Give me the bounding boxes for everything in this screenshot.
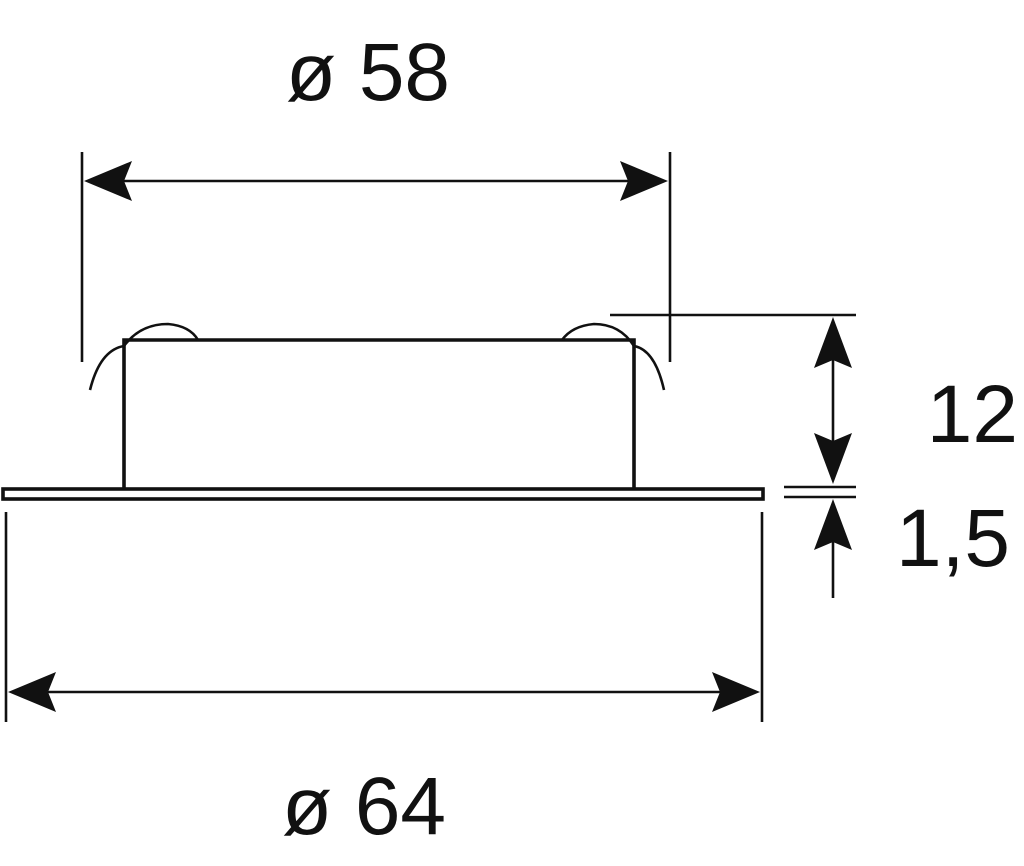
housing-body: [122, 338, 636, 489]
arrowhead-left: [8, 672, 56, 712]
flange-thickness-label: 1,5: [896, 493, 1010, 584]
top-diameter-label: ø 58: [286, 27, 450, 118]
arrowhead-bottom: [814, 433, 852, 484]
arrowhead-up: [814, 499, 852, 550]
right-spring-clip: [560, 322, 666, 391]
flange-thickness-dimension: 1,5: [784, 485, 1010, 598]
left-spring-clip: [88, 322, 200, 391]
height-label: 12: [927, 369, 1018, 460]
arrowhead-top: [814, 317, 852, 368]
fixture-outline: [1, 322, 765, 501]
bottom-diameter-label: ø 64: [282, 761, 446, 852]
arrowhead-right: [620, 161, 668, 201]
height-dimension: 12: [610, 313, 1018, 484]
top-diameter-dimension: ø 58: [80, 27, 672, 362]
arrowhead-left: [84, 161, 132, 201]
flange-plate: [1, 487, 765, 501]
arrowhead-right: [712, 672, 760, 712]
bottom-diameter-dimension: ø 64: [4, 512, 764, 852]
